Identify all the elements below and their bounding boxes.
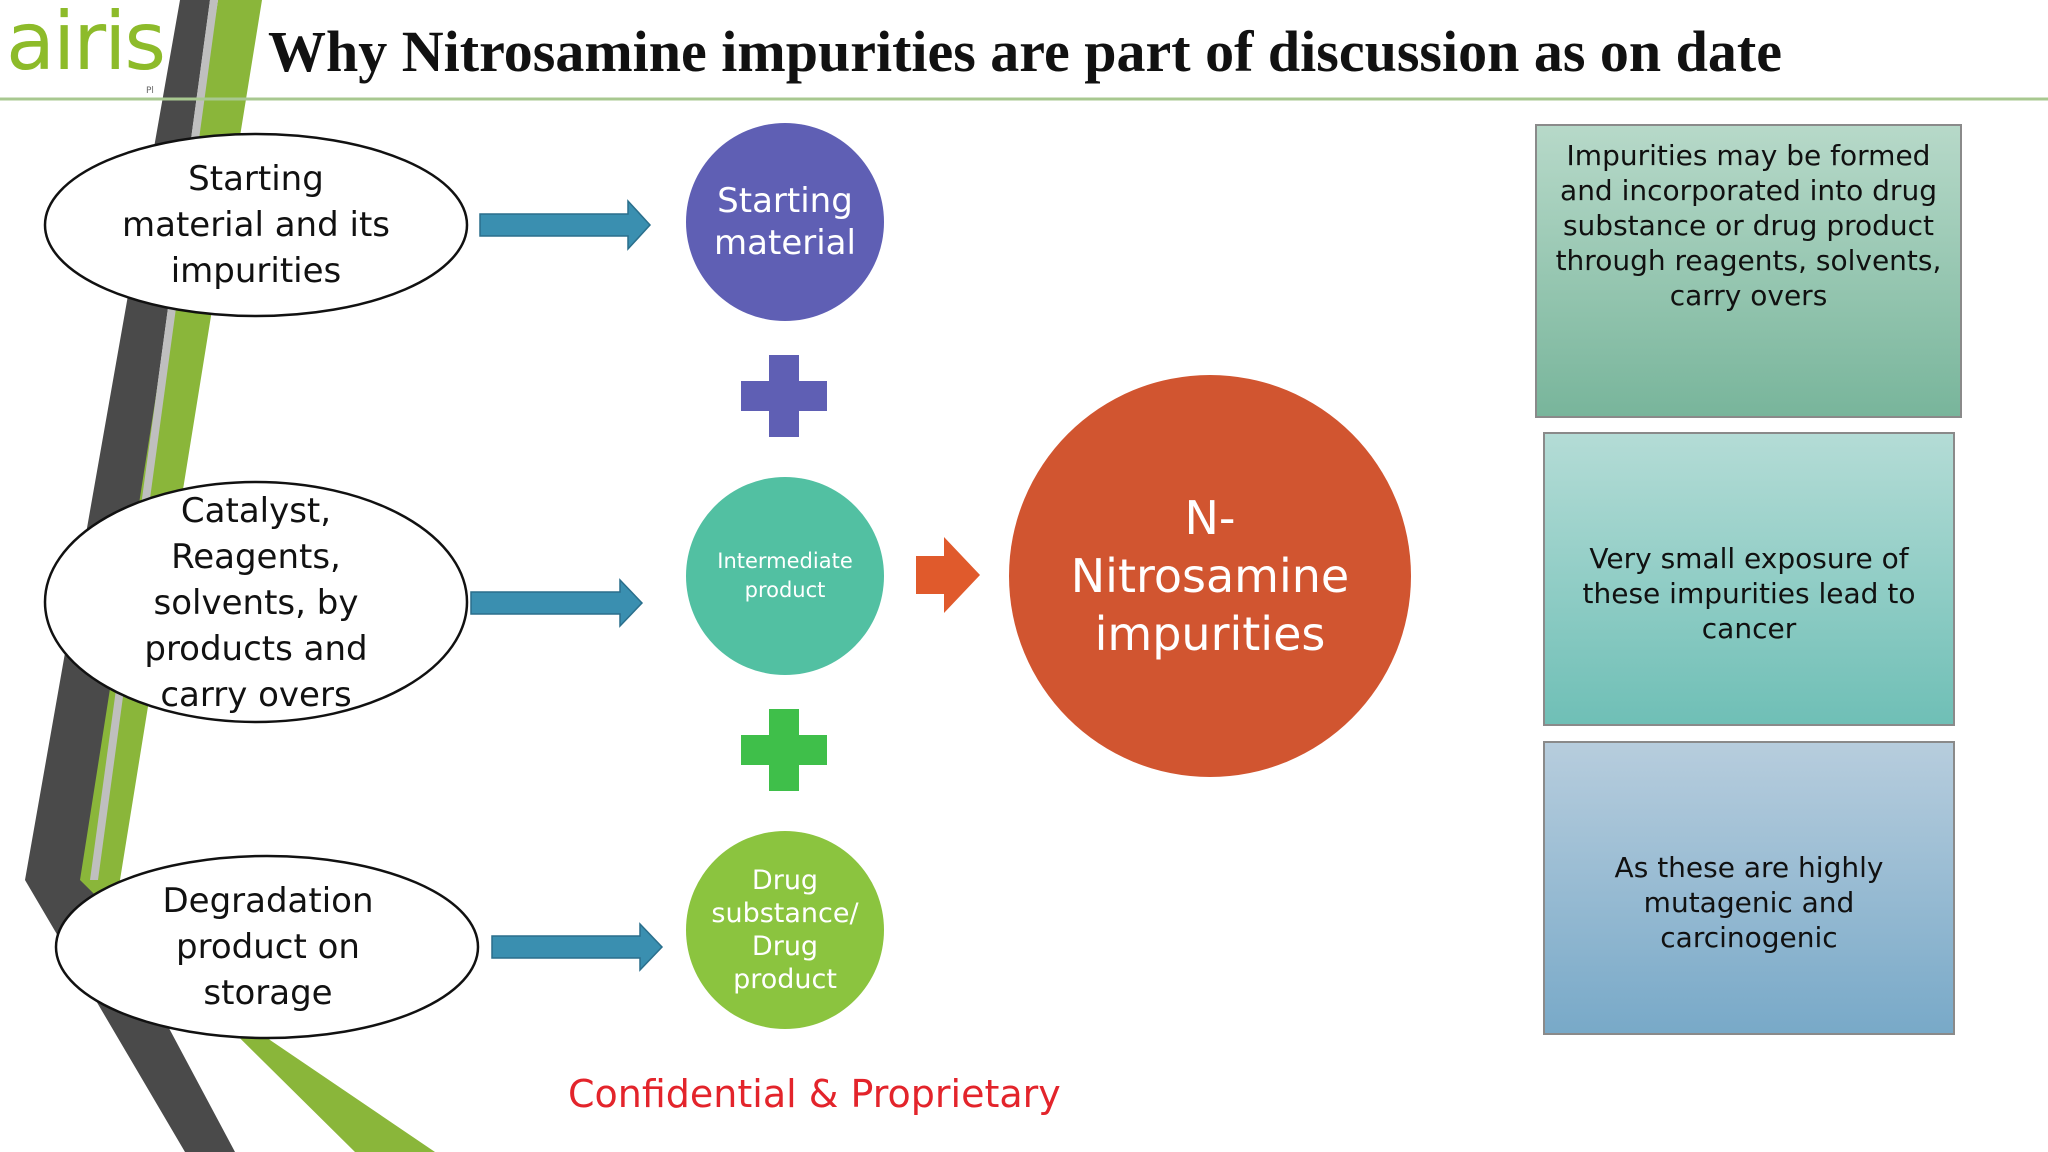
- logo-subtext: Pl: [146, 86, 154, 96]
- note-box-2: Very small exposure of these impurities …: [1544, 433, 1954, 725]
- arrow-orange: [916, 537, 980, 613]
- source-2-line-4: products and: [144, 629, 368, 669]
- result-line-3: impurities: [1094, 607, 1326, 661]
- result-label: N- Nitrosamine impurities: [1020, 386, 1400, 766]
- stage-2-line-2: product: [744, 578, 826, 602]
- confidential-footer: Confidential & Proprietary: [568, 1072, 1061, 1116]
- note-box-1: Impurities may be formed and incorporate…: [1536, 125, 1961, 312]
- source-ellipse-1: [43, 132, 469, 318]
- stage-label-3: Drug substance/ Drug product: [690, 835, 880, 1025]
- note-text-1: Impurities may be formed and incorporate…: [1555, 138, 1942, 312]
- arrow-right-1: [479, 199, 652, 251]
- logo: airis: [6, 0, 166, 88]
- stage-1-line-2: material: [714, 223, 856, 263]
- stage-2-line-1: Intermediate: [717, 549, 853, 573]
- source-1-line-2: material and its: [122, 205, 390, 245]
- note-text-2: Very small exposure of these impurities …: [1582, 542, 1916, 645]
- source-3-line-3: storage: [203, 973, 333, 1013]
- result-line-1: N-: [1184, 491, 1236, 545]
- source-2-line-3: solvents, by: [153, 583, 359, 623]
- note-box-bg-3: [1543, 741, 1955, 1035]
- note-box-bg-2: [1543, 432, 1955, 726]
- stage-circle-1: [686, 123, 884, 321]
- stage-3-line-4: product: [733, 964, 837, 995]
- source-1-line-1: Starting: [188, 159, 324, 199]
- stage-3-line-3: Drug: [751, 931, 819, 962]
- source-1-line-3: impurities: [170, 251, 342, 291]
- arrow-right-2: [470, 578, 644, 628]
- plus-icon-1: [741, 355, 827, 437]
- source-label-1: Starting material and its impurities: [60, 150, 452, 300]
- source-label-2: Catalyst, Reagents, solvents, by product…: [60, 485, 452, 721]
- source-2-line-1: Catalyst,: [180, 491, 332, 531]
- stage-circle-3: [686, 831, 884, 1029]
- stage-label-1: Starting material: [690, 127, 880, 317]
- source-3-line-2: product on: [176, 927, 360, 967]
- plus-icon-2: [741, 709, 827, 791]
- stage-3-line-1: Drug: [751, 865, 819, 896]
- stage-1-line-1: Starting: [717, 181, 853, 221]
- source-3-line-1: Degradation: [162, 881, 374, 921]
- note-box-bg-1: [1535, 124, 1962, 418]
- source-ellipse-3: [54, 854, 480, 1040]
- arrow-right-3: [491, 922, 664, 972]
- source-ellipse-2: [43, 480, 469, 724]
- source-label-3: Degradation product on storage: [72, 872, 464, 1022]
- stage-3-line-2: substance/: [711, 898, 859, 929]
- note-box-3: As these are highly mutagenic and carcin…: [1544, 742, 1954, 1034]
- result-line-2: Nitrosamine: [1070, 549, 1350, 603]
- source-2-line-2: Reagents,: [171, 537, 341, 577]
- stage-label-2: Intermediate product: [690, 481, 880, 671]
- page-title: Why Nitrosamine impurities are part of d…: [268, 19, 1782, 84]
- result-circle: [1009, 375, 1411, 777]
- note-text-3: As these are highly mutagenic and carcin…: [1614, 851, 1884, 954]
- stage-circle-2: [686, 477, 884, 675]
- source-2-line-5: carry overs: [160, 675, 352, 715]
